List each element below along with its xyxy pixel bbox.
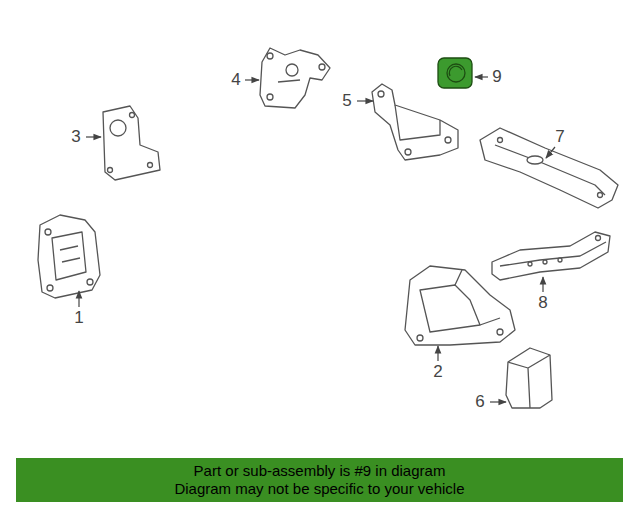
- notice-text: Diagram may not be specific to your vehi…: [174, 480, 464, 498]
- leader-arrow: [78, 291, 79, 307]
- leader-arrow: [475, 76, 488, 77]
- leader-arrow: [86, 136, 101, 137]
- engine-mount-part: [405, 266, 515, 345]
- mount-bracket-part: [372, 84, 458, 160]
- leader-arrow: [245, 79, 259, 80]
- notice-band: Part or sub-assembly is #9 in diagramDia…: [16, 458, 623, 502]
- support-rail-part: [492, 232, 610, 280]
- leader-arrow: [490, 401, 506, 402]
- engine-mount-part: [38, 215, 100, 298]
- callout-number: 9: [492, 68, 501, 86]
- callout-number: 5: [342, 92, 351, 110]
- callout-number: 7: [555, 128, 564, 146]
- callout-number: 4: [231, 71, 240, 89]
- leader-arrow: [357, 100, 373, 101]
- notice-text: Part or sub-assembly is #9 in diagram: [194, 462, 446, 480]
- callout-number: 3: [71, 128, 80, 146]
- heat-shield-part: [506, 348, 552, 408]
- leader-arrow: [542, 277, 543, 292]
- leader-arrow: [546, 147, 555, 158]
- leader-arrow: [437, 346, 438, 361]
- callout-number: 8: [538, 294, 547, 312]
- crossmember-part: [480, 128, 618, 208]
- highlighted-bushing-part: [438, 58, 472, 88]
- callout-number: 2: [433, 363, 442, 381]
- mount-bracket-part: [103, 106, 160, 180]
- mount-bracket-part: [260, 48, 330, 108]
- callout-number: 6: [475, 393, 484, 411]
- callout-number: 1: [74, 309, 83, 327]
